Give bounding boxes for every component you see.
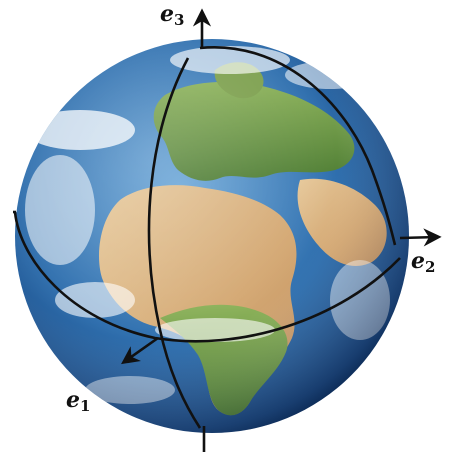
- label-e1: e1: [66, 387, 90, 415]
- meridian-90: [199, 45, 397, 246]
- label-e2: e2: [411, 248, 435, 276]
- axis-e1: [121, 336, 159, 365]
- reference-circles: [13, 45, 401, 429]
- coordinate-axes: [13, 8, 442, 452]
- equator: [13, 211, 401, 343]
- prime-meridian: [147, 57, 202, 429]
- label-e3: e3: [160, 1, 184, 29]
- axis-e2: [399, 228, 442, 247]
- earth-globe: [15, 39, 409, 433]
